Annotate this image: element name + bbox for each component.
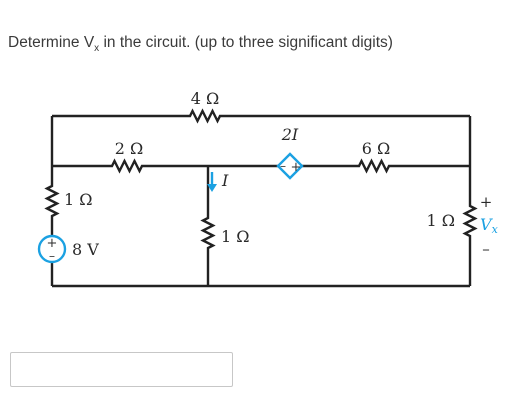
voltage-source-plus: + <box>47 236 58 251</box>
dependent-source-plus: + <box>291 160 302 175</box>
r-right-label: 1 Ω <box>426 211 455 230</box>
circuit-diagram: + – – + 4 Ω 2 Ω 1 Ω 1 Ω 6 Ω 1 Ω 8 V 2I I… <box>37 89 499 288</box>
question-text: Determine Vx in the circuit. (up to thre… <box>8 34 393 54</box>
r-center-label: 1 Ω <box>221 227 250 246</box>
question-prefix: Determine <box>8 34 84 51</box>
dependent-source-label: 2I <box>281 125 299 144</box>
current-arrow-icon <box>207 172 217 192</box>
vx-minus: – <box>482 240 490 258</box>
dependent-source: – + <box>276 152 304 180</box>
r-right-mid-label: 6 Ω <box>362 139 391 158</box>
r-top-label: 4 Ω <box>191 89 220 108</box>
current-label: I <box>221 171 229 190</box>
circuit-wires <box>44 108 478 288</box>
r-left-label: 1 Ω <box>64 190 93 209</box>
question-suffix: in the circuit. (up to three significant… <box>99 34 393 51</box>
vx-plus: + <box>480 193 493 211</box>
answer-input[interactable] <box>10 352 233 387</box>
question-var: Vx <box>83 34 100 55</box>
dependent-source-minus: – <box>280 159 286 173</box>
voltage-source-label: 8 V <box>72 240 99 259</box>
voltage-source-minus: – <box>49 249 55 263</box>
voltage-source: + – <box>37 234 67 264</box>
r-left-mid-label: 2 Ω <box>115 139 144 158</box>
vx-label: Vx <box>480 215 499 236</box>
